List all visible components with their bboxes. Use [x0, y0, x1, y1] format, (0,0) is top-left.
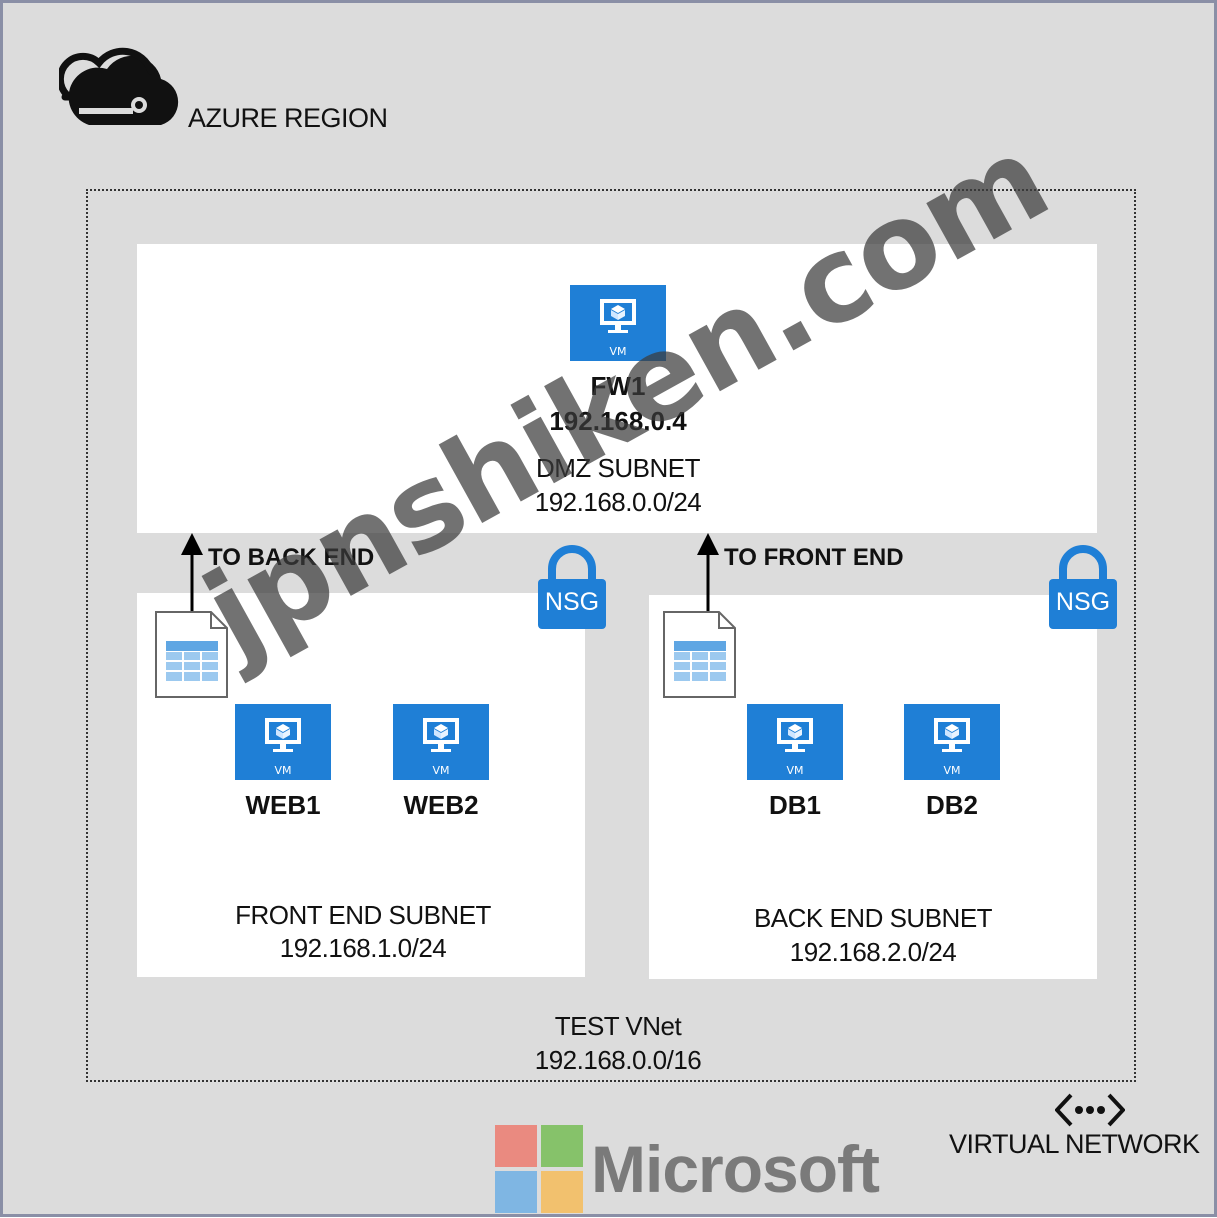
region-label: AZURE REGION [188, 103, 388, 133]
nsg-label-front: NSG [544, 588, 600, 616]
route-table-icon [155, 611, 229, 704]
vm-tag: VM [432, 764, 450, 777]
web2-name: WEB2 [403, 790, 479, 820]
back-route-label: TO FRONT END [724, 544, 904, 571]
vm-icon-web2[interactable]: VM [393, 704, 489, 780]
vnet-cidr: 192.168.0.0/16 [534, 1045, 702, 1075]
vm-tag: VM [274, 764, 292, 777]
cloud-icon [56, 45, 187, 134]
back-subnet-name: BACK END SUBNET [753, 903, 993, 933]
route-table-icon [663, 611, 737, 704]
vm-icon-web1[interactable]: VM [235, 704, 331, 780]
dmz-subnet-name: DMZ SUBNET [536, 453, 701, 483]
vm-tag: VM [786, 764, 804, 777]
front-subnet-name: FRONT END SUBNET [235, 900, 491, 930]
virtual-network-label: VIRTUAL NETWORK [949, 1129, 1200, 1159]
back-subnet-cidr: 192.168.2.0/24 [789, 937, 957, 967]
microsoft-wordmark: Microsoft [591, 1132, 880, 1206]
vnet-name: TEST VNet [554, 1011, 682, 1041]
virtual-network-icon [1054, 1091, 1126, 1134]
microsoft-logo-icon [495, 1125, 583, 1218]
db2-name: DB2 [925, 790, 978, 820]
db1-name: DB1 [768, 790, 821, 820]
arrow-up-icon [695, 531, 721, 620]
vm-tag: VM [609, 345, 627, 358]
nsg-lock-icon-front[interactable]: NSG [538, 543, 606, 629]
front-subnet-cidr: 192.168.1.0/24 [279, 933, 447, 963]
arrow-up-icon [179, 531, 205, 620]
fw1-name: FW1 [590, 371, 646, 401]
dmz-subnet-cidr: 192.168.0.0/24 [534, 487, 702, 517]
nsg-label-back: NSG [1055, 588, 1111, 616]
nsg-lock-icon-back[interactable]: NSG [1049, 543, 1117, 629]
vm-icon-fw1[interactable]: VM [570, 285, 666, 361]
vm-icon-db1[interactable]: VM [747, 704, 843, 780]
front-route-label: TO BACK END [208, 544, 375, 571]
vm-icon-db2[interactable]: VM [904, 704, 1000, 780]
vm-tag: VM [943, 764, 961, 777]
web1-name: WEB1 [245, 790, 321, 820]
fw1-ip: 192.168.0.4 [549, 406, 687, 436]
vnet-boundary [86, 189, 1136, 1082]
